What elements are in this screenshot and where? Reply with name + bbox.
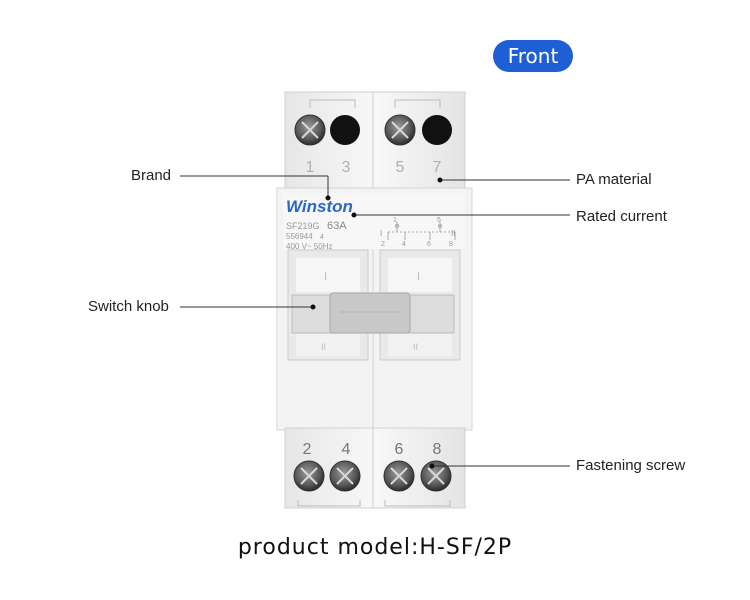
knob-window-right-lower — [388, 334, 452, 356]
screw-slot-2-icon — [300, 467, 318, 485]
knob-mark-I-left: I — [324, 271, 327, 283]
screw-slot-6-icon — [390, 467, 408, 485]
switch-knob-grip — [329, 292, 411, 334]
serial-suffix: 4 — [320, 234, 324, 241]
knob-mark-II-right: II — [413, 342, 418, 352]
screw-slot-1-icon — [301, 121, 319, 139]
rated-current-leader-dot — [351, 212, 357, 218]
terminal-number-5: 5 — [396, 159, 405, 176]
diagram-position-I: I — [380, 229, 382, 238]
bottom-bracket-left — [297, 500, 361, 507]
terminal-number-8: 8 — [433, 441, 442, 458]
bottom-bracket-right — [384, 500, 451, 507]
screw-slot-5-icon — [391, 121, 409, 139]
knob-window-right-upper — [388, 258, 452, 292]
product-model-caption: product model:H-SF/2P — [237, 535, 513, 560]
terminal-number-1: 1 — [306, 159, 315, 176]
knob-window-left-upper — [296, 258, 360, 292]
terminal-number-6: 6 — [395, 441, 404, 458]
callout-rated-current: Rated current — [576, 208, 667, 225]
top-bracket-right — [394, 99, 441, 108]
terminal-number-7: 7 — [433, 159, 442, 176]
top-bracket-left — [309, 99, 356, 108]
knob-window-left-lower — [296, 334, 360, 356]
voltage-frequency-label: 400 V~ 50Hz — [286, 242, 332, 251]
callout-pa-material: PA material — [576, 171, 652, 188]
knob-mark-II-left: II — [321, 342, 326, 352]
brand-logo: Winston — [286, 197, 353, 216]
front-badge: Front — [493, 40, 573, 72]
diagram-bottom-num-6: 6 — [427, 241, 431, 248]
diagram-bottom-num-2: 2 — [381, 241, 385, 248]
screw-slot-4-icon — [336, 467, 354, 485]
terminal-number-3: 3 — [342, 159, 351, 176]
callout-brand: Brand — [131, 167, 172, 184]
pa-material-leader-dot — [437, 177, 443, 183]
diagram-top-num-1: 1 — [393, 217, 397, 224]
terminal-hole-7-icon — [422, 115, 452, 145]
callout-fastening-screw: Fastening screw — [576, 457, 686, 474]
knob-mark-I-right: I — [417, 271, 420, 283]
current-rating-label: 63A — [327, 220, 347, 232]
diagram-bottom-num-4: 4 — [402, 241, 406, 248]
serial-number: 556944 — [286, 232, 313, 241]
diagram-top-num-5: 5 — [437, 217, 441, 224]
switch-knob-leader-dot — [310, 304, 316, 310]
screw-slot-8-icon — [427, 467, 445, 485]
callout-leaders — [180, 175, 570, 467]
model-code: SF219G — [286, 221, 320, 231]
label-panel — [283, 193, 465, 249]
brand-leader-dot — [325, 195, 331, 201]
fastening-screw-leader-dot — [429, 463, 435, 469]
terminal-number-4: 4 — [342, 441, 351, 458]
diagram-position-II: II — [451, 229, 455, 238]
terminal-number-2: 2 — [303, 441, 312, 458]
diagram-bottom-num-8: 8 — [449, 241, 453, 248]
terminal-hole-3-icon — [330, 115, 360, 145]
wiring-diagram — [387, 222, 456, 240]
callout-switch-knob: Switch knob — [88, 298, 169, 315]
